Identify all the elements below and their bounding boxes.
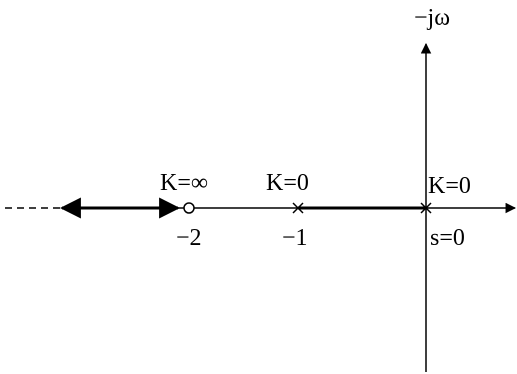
pole-marker-minus-1 bbox=[292, 202, 304, 214]
gain-zero-label-mid: K=0 bbox=[266, 170, 309, 196]
gain-zero-label-origin: K=0 bbox=[428, 173, 471, 199]
gain-infinity-label: K=∞ bbox=[160, 170, 208, 196]
imaginary-axis-label: −jω bbox=[414, 5, 450, 31]
origin-label: s=0 bbox=[430, 225, 465, 251]
pole-marker-origin bbox=[420, 202, 432, 214]
tick-label-minus-1: −1 bbox=[282, 225, 308, 251]
tick-label-minus-2: −2 bbox=[176, 225, 202, 251]
zero-marker-minus-2 bbox=[183, 202, 195, 214]
